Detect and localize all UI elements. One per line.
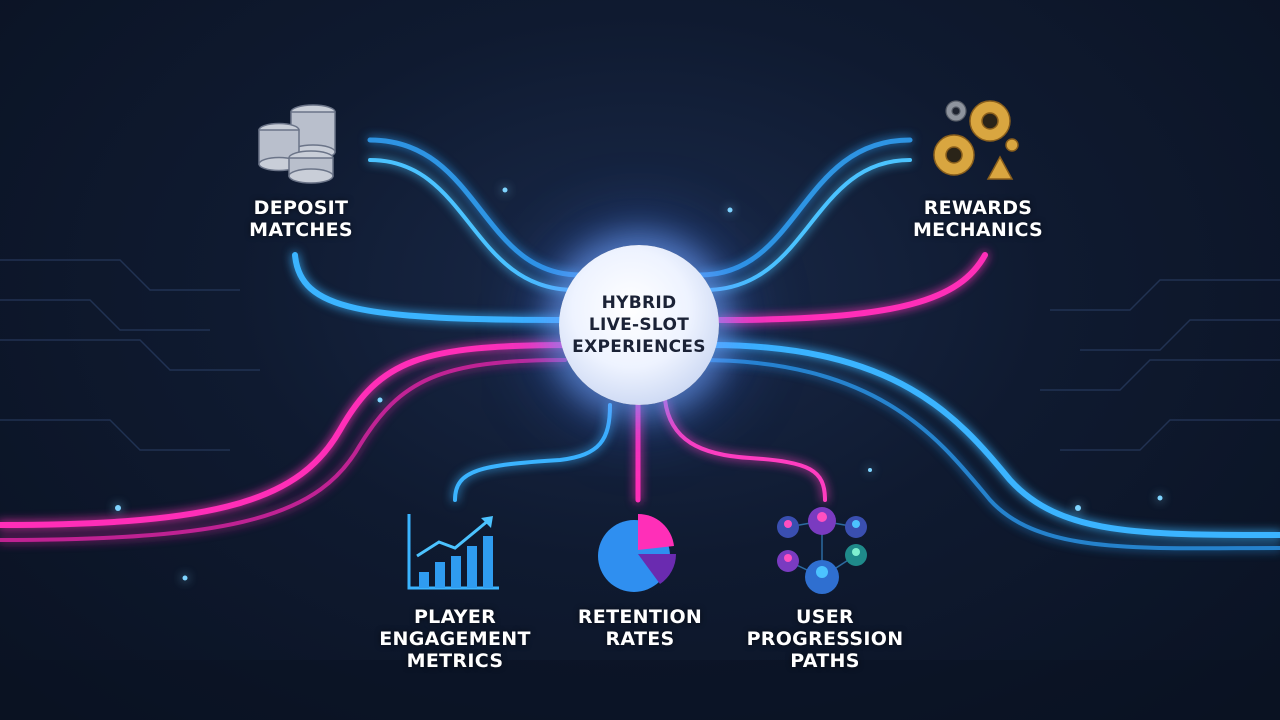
gears-icon (933, 100, 1019, 180)
node-deposit-matches: DEPOSIT MATCHES (226, 197, 376, 241)
deposit-label-line-2: MATCHES (249, 219, 353, 241)
deposit-label-line-1: DEPOSIT (253, 197, 349, 219)
engagement-label-line-1: PLAYER (413, 606, 497, 628)
engagement-label-line-3: METRICS (406, 650, 504, 672)
hub-line-2: LIVE-SLOT (588, 315, 690, 335)
progression-label-line-3: PATHS (790, 650, 860, 672)
progression-label-line-2: PROGRESSION (746, 628, 904, 650)
hub-line-1: HYBRID (601, 293, 677, 313)
node-rewards-mechanics: REWARDS MECHANICS (898, 197, 1058, 241)
coins-stack-icon (258, 104, 336, 184)
progression-label-line-1: USER (796, 606, 854, 628)
node-retention-rates: RETENTION RATES (560, 606, 720, 650)
retention-label-line-2: RATES (605, 628, 675, 650)
engagement-label-line-2: ENGAGEMENT (379, 628, 531, 650)
hub-line-3: EXPERIENCES (572, 337, 706, 357)
rewards-label-line-2: MECHANICS (912, 219, 1044, 241)
pie-chart-icon (598, 513, 677, 592)
rewards-label-line-1: REWARDS (923, 197, 1033, 219)
node-player-engagement-metrics: PLAYER ENGAGEMENT METRICS (370, 606, 540, 672)
central-hub: HYBRID LIVE-SLOT EXPERIENCES (559, 245, 719, 405)
user-network-icon (777, 507, 867, 594)
retention-label-line-1: RETENTION (577, 606, 703, 628)
node-user-progression-paths: USER PROGRESSION PATHS (740, 606, 910, 672)
bar-chart-trend-icon (407, 514, 499, 590)
